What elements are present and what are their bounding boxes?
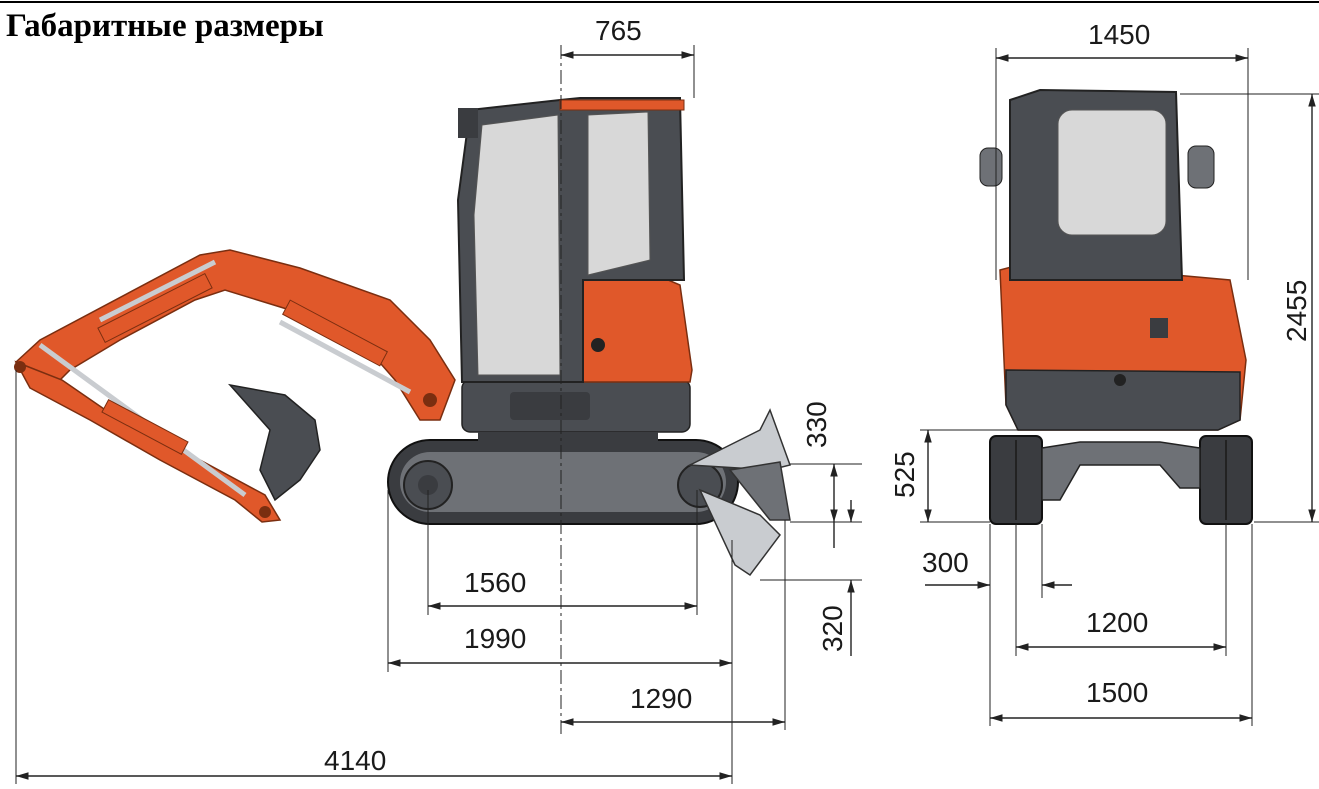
dimension-lines	[15, 45, 1319, 784]
boom-arm-assembly	[14, 249, 456, 523]
dim-330: 330	[801, 401, 832, 448]
page-title: Габаритные размеры	[6, 8, 324, 44]
upper-structure	[456, 97, 693, 446]
dimension-labels: 765 1560 1990 1290 4140 330 320 1450 245…	[324, 15, 1312, 776]
dim-1450: 1450	[1088, 19, 1150, 50]
dim-300: 300	[922, 547, 969, 578]
dim-1560: 1560	[464, 567, 526, 598]
dim-525: 525	[889, 451, 920, 498]
dozer-blade	[687, 408, 791, 577]
dim-320: 320	[817, 605, 848, 652]
track-undercarriage	[387, 439, 739, 525]
dim-1200: 1200	[1086, 607, 1148, 638]
dim-2455: 2455	[1281, 280, 1312, 342]
dim-1290: 1290	[630, 683, 692, 714]
front-view-excavator	[979, 88, 1253, 525]
dim-765: 765	[595, 15, 642, 46]
side-view-excavator	[14, 45, 791, 735]
dim-1990: 1990	[464, 623, 526, 654]
dim-1500: 1500	[1086, 677, 1148, 708]
dim-4140: 4140	[324, 745, 386, 776]
